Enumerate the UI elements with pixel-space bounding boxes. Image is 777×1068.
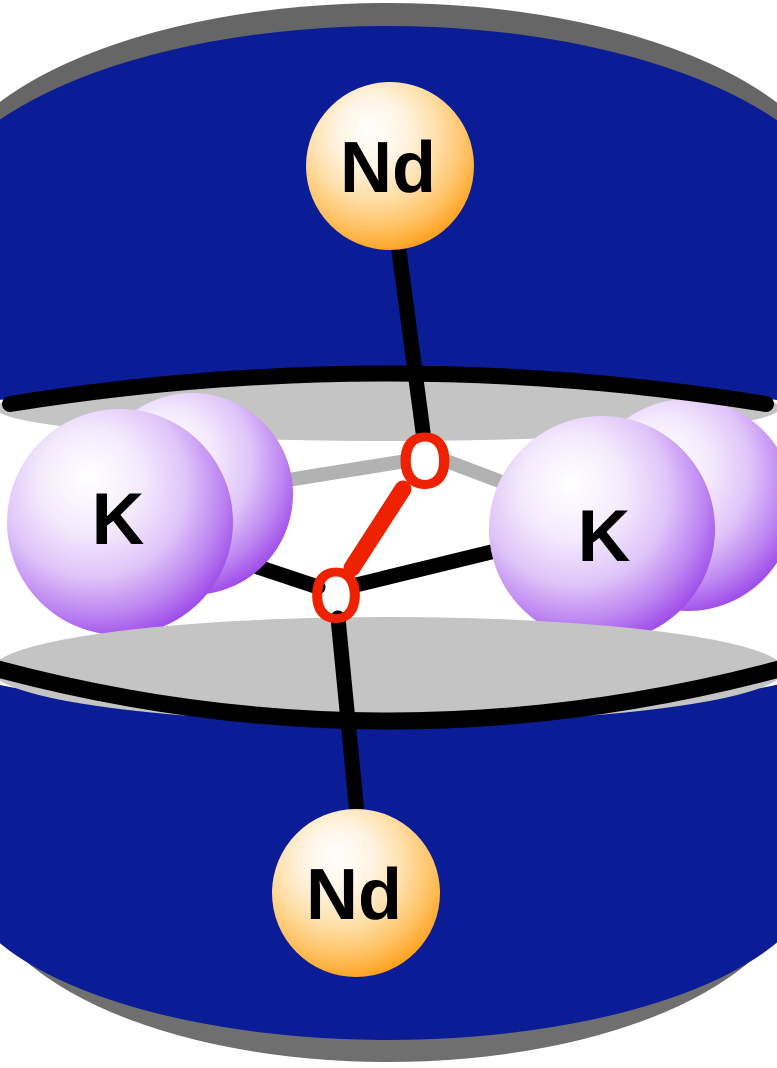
bottom-slab-top-face [0, 617, 777, 723]
bottom-slab-front-rim-edge [0, 660, 777, 730]
o-label-upper: O [398, 416, 453, 505]
nd-label-bottom: Nd [306, 855, 402, 935]
k-atom-left [7, 409, 233, 635]
top-slab-back-rim-edge [2, 365, 774, 412]
k-label-left: K [92, 479, 145, 560]
oxygen-labels: O O [309, 416, 452, 639]
o-label-lower: O [309, 551, 362, 639]
nd-atom-bottom [272, 809, 440, 977]
bond-ndtop-oupper [388, 220, 431, 440]
k-label-right: K [578, 496, 631, 577]
potassium-spheres: K K [7, 393, 777, 642]
nd-atom-top [306, 82, 474, 250]
neodymium-spheres: Nd Nd [272, 82, 474, 977]
bond-peroxide-o-o [343, 480, 412, 577]
bond-olower-ndbottom [330, 610, 366, 832]
nd-label-top: Nd [340, 128, 436, 208]
k-atom-right [489, 416, 715, 642]
